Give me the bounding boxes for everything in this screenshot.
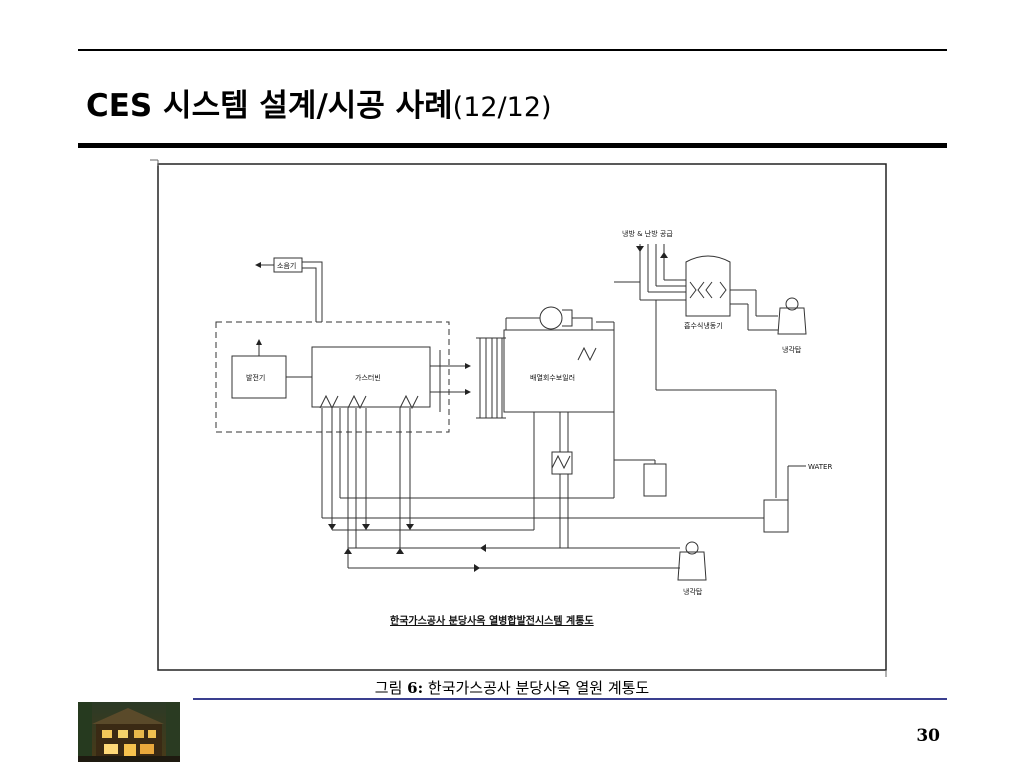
title-main: 시스템 설계/시공 사례 bbox=[152, 88, 453, 124]
water-tank bbox=[763, 499, 789, 533]
page-number: 30 bbox=[916, 726, 940, 746]
absorption-chiller-label: 흡수식냉동기 bbox=[684, 321, 723, 330]
cooling-tower-label-1: 냉각탑 bbox=[782, 345, 802, 354]
diagram-title: 한국가스공사 분당사옥 열병합발전시스템 계통도 bbox=[390, 614, 594, 627]
cogeneration-package-box bbox=[215, 321, 450, 433]
caption-prefix: 그림 bbox=[374, 679, 408, 697]
supply-label: 냉방 & 난방 공급 bbox=[622, 229, 673, 238]
footer-rule bbox=[193, 698, 947, 700]
cooling-tower-label-2: 냉각탑 bbox=[683, 587, 703, 596]
hrsg-label: 배열회수보일러 bbox=[530, 373, 575, 382]
lower-heat-exchanger bbox=[551, 451, 573, 475]
absorption-chiller bbox=[685, 255, 731, 317]
caption-text: 한국가스공사 분당사옥 열원 계통도 bbox=[423, 679, 650, 697]
title-bold: CES bbox=[86, 88, 153, 124]
figure-caption: 그림 6: 한국가스공사 분당사옥 열원 계통도 bbox=[0, 677, 1024, 698]
title-suffix: (12/12) bbox=[452, 92, 552, 123]
building-photo bbox=[78, 702, 180, 762]
title-rule bbox=[78, 143, 947, 148]
muffler-label: 소음기 bbox=[277, 261, 296, 270]
system-diagram: 냉방 & 난방 공급 소음기 발전기 가스터빈 배열회수보일러 흡수식냉동기 냉… bbox=[150, 159, 887, 677]
gas-turbine-label: 가스터빈 bbox=[355, 373, 381, 382]
caption-number: 6: bbox=[407, 679, 424, 697]
slide-title: CES 시스템 설계/시공 사례(12/12) bbox=[86, 80, 552, 125]
diagram-frame bbox=[157, 163, 887, 671]
generator-label: 발전기 bbox=[246, 373, 265, 382]
top-rule bbox=[78, 49, 947, 51]
water-label: WATER bbox=[808, 463, 832, 471]
